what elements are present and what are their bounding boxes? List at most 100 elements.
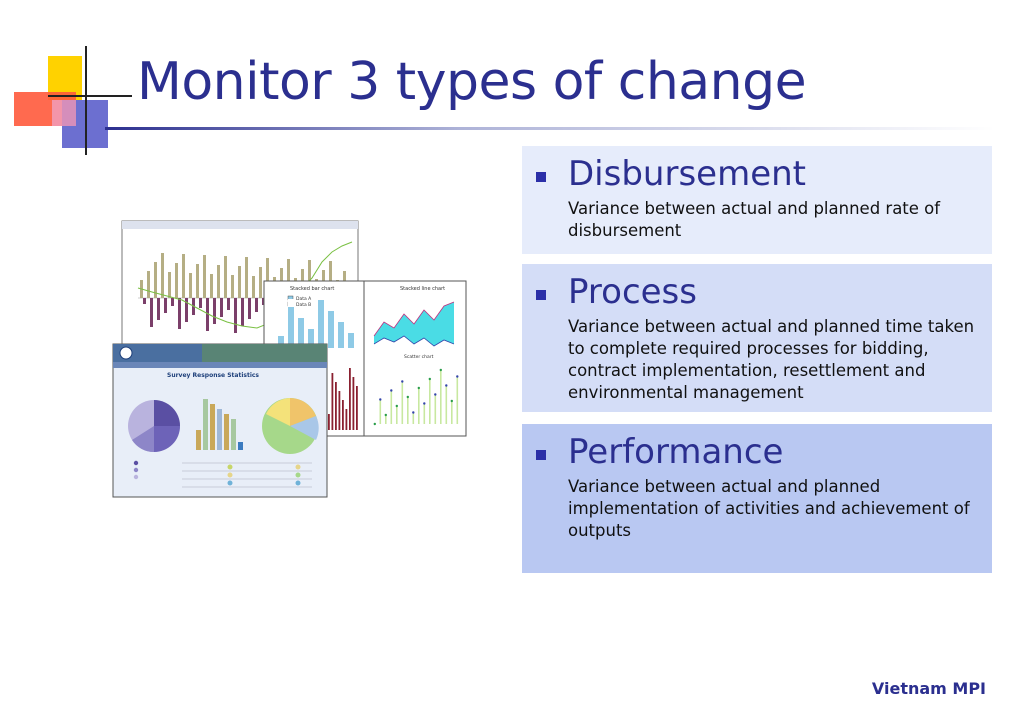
thumb-bar (171, 298, 174, 306)
thumb-survey-bar (224, 414, 229, 450)
thumb-scatter-point (412, 411, 415, 414)
thumb-bar (203, 255, 206, 298)
thumb-survey-bar (238, 442, 243, 450)
stacked-bars (278, 292, 354, 348)
thumb-stacked-bar (328, 303, 334, 311)
thumb-bar (231, 275, 234, 298)
thumb-red-bar (338, 391, 341, 430)
thumb-bar (248, 298, 251, 319)
thumb-stacked-bar (348, 333, 354, 348)
thumb-scatter-point (434, 393, 437, 396)
thumb-scatter-point (423, 402, 426, 405)
survey-title: Survey Response Statistics (167, 372, 259, 379)
stacked-line-series-a (373, 301, 455, 337)
stacked-bar-legend-a: Data A (296, 296, 312, 302)
footer-organization: Vietnam MPI (871, 679, 986, 698)
thumb-scatter-stem (423, 403, 426, 424)
window-line-scatter-charts: Stacked line chart Scatter chart (363, 280, 467, 437)
thumb-scatter-point (395, 404, 398, 408)
thumb-scatter-point (445, 384, 448, 387)
thumb-scatter-stem (440, 370, 442, 424)
thumb-bar (185, 298, 188, 322)
thumb-scatter-point (428, 377, 431, 381)
thumb-bar (224, 256, 227, 298)
thumb-survey-bar (203, 399, 208, 450)
thumb-red-bar (352, 377, 355, 430)
thumb-stacked-bar (318, 292, 324, 300)
item-heading-row: Performance (534, 432, 982, 472)
thumb-scatter-point (439, 368, 442, 372)
thumb-bar (150, 298, 153, 327)
thumb-scatter-point (417, 386, 420, 390)
thumb-scatter-point (390, 389, 393, 392)
survey-pie-left (128, 400, 180, 453)
thumb-stacked-bar (288, 307, 294, 348)
item-description: Variance between actual and planned time… (568, 317, 975, 402)
thumb-bar (147, 271, 150, 298)
thumb-red-bar (331, 373, 334, 430)
thumb-red-bar (349, 368, 351, 430)
thumb-bar (227, 298, 230, 310)
thumb-survey-bar (196, 430, 201, 450)
thumb-bar (220, 298, 223, 317)
thumb-scatter-stem (396, 406, 398, 424)
thumb-stacked-bar (308, 329, 314, 348)
thumb-bar (182, 254, 185, 298)
thumb-red-bar (342, 400, 344, 430)
thumb-stacked-bar (278, 336, 284, 348)
stacked-bar-legend-b: Data B (296, 302, 311, 308)
thumb-bar (255, 298, 258, 312)
thumb-scatter-stem (445, 385, 448, 424)
title-underline (105, 127, 995, 130)
survey-pie-right (262, 398, 319, 454)
bullet-square-icon (536, 290, 546, 300)
thumb-bar (238, 266, 241, 298)
thumb-scatter-stem (412, 412, 415, 424)
thumb-stacked-bar (348, 325, 354, 333)
logo-pink-overlap (52, 100, 76, 126)
item-heading: Disbursement (568, 154, 806, 194)
thumb-bar (287, 259, 290, 298)
thumb-scatter-stem (418, 388, 420, 424)
stacked-line-title: Stacked line chart (400, 286, 445, 292)
thumb-stacked-bar (338, 322, 344, 348)
thumb-survey-bar (210, 404, 215, 450)
item-heading: Performance (568, 432, 784, 472)
scatter-title: Scatter chart (404, 354, 434, 360)
thumb-bar (252, 276, 255, 298)
thumb-bar (259, 267, 262, 298)
bullet-square-icon (536, 172, 546, 182)
item-description: Variance between actual and planned impl… (568, 477, 970, 540)
survey-table-rows (133, 460, 312, 488)
thumb-stacked-bar (308, 321, 314, 329)
scatter-points (373, 368, 459, 426)
thumb-bar (213, 298, 216, 324)
thumb-scatter-point (401, 380, 404, 383)
thumb-red-bar (345, 409, 348, 430)
thumb-bar (308, 260, 311, 298)
thumb-scatter-point (406, 395, 409, 399)
item-box-performance: Performance Variance between actual and … (522, 424, 992, 573)
thumb-bar (154, 262, 157, 298)
thumb-bar (234, 298, 237, 333)
thumb-survey-bar (217, 409, 222, 450)
thumb-bar (217, 265, 220, 298)
thumb-stacked-bar (288, 299, 294, 307)
thumb-bar (157, 298, 160, 320)
chart-screenshots-collage: Stacked bar chart Data A Data B Stacked … (112, 220, 467, 498)
thumb-scatter-stem (456, 376, 459, 424)
thumb-bar (210, 274, 213, 298)
thumb-scatter-point (384, 413, 387, 417)
thumb-stacked-bar (338, 314, 344, 322)
thumb-bar (196, 264, 199, 298)
stacked-line-series-b (373, 335, 455, 347)
thumb-scatter-stem (434, 394, 437, 424)
thumb-stacked-bar (278, 328, 284, 336)
thumb-scatter-stem (385, 415, 387, 424)
thumb-bar (329, 261, 332, 298)
thumb-bar (175, 263, 178, 298)
item-description: Variance between actual and planned rate… (568, 199, 941, 240)
thumb-red-bar (356, 386, 358, 430)
thumb-bar (199, 298, 202, 308)
thumb-scatter-point (379, 398, 382, 401)
